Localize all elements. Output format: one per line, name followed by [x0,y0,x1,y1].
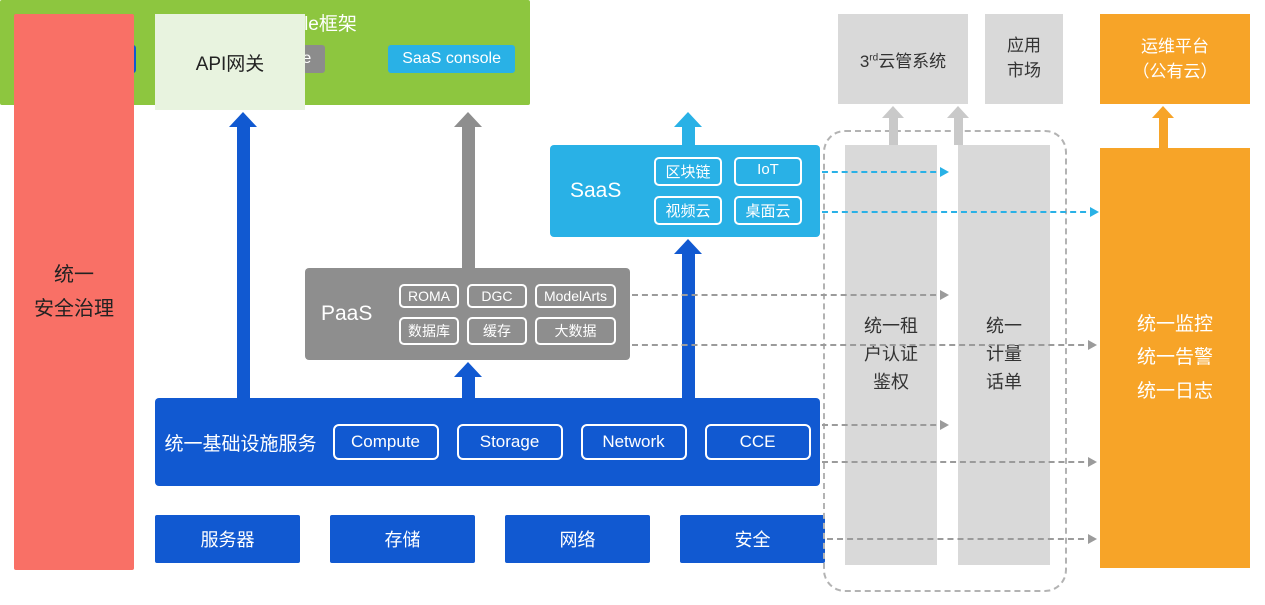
infra-chip-compute: Compute [332,424,439,460]
connector-paas-to-billing [632,290,949,300]
arrow-billing-to-third-cloud-icon [946,106,970,145]
infrastructure-label: 统一基础设施服务 [164,433,317,455]
saas-label: SaaS [570,179,622,202]
saas-services-grid: 区块链 IoT 视频云 桌面云 [654,157,802,225]
auth-pillar-label: 统一租 户认证 鉴权 [864,316,918,392]
infrastructure-services: Compute Storage Network CCE [332,424,811,460]
infra-chip-network: Network [580,424,687,460]
saas-chip-desktop-cloud: 桌面云 [734,196,802,225]
monitoring-bar: 统一监控 统一告警 统一日志 [1100,148,1250,568]
paas-chip-modelarts: ModelArts [534,283,616,308]
infra-chip-cce: CCE [704,424,811,460]
third-party-cloud-box: 3rd云管系统 [838,14,968,104]
server-box: 服务器 [155,515,300,563]
saas-box: SaaS 区块链 IoT 视频云 桌面云 [550,145,820,237]
security-governance-label: 统一 安全治理 [34,264,114,320]
arrow-iaas-to-paas-icon [453,362,483,398]
connector-security-to-monitor [827,534,1097,544]
auth-pillar: 统一租 户认证 鉴权 [845,145,937,565]
arrow-auth-to-third-cloud-icon [881,106,905,145]
connector-saas-to-monitor [822,207,1099,217]
paas-chip-cache: 缓存 [466,316,527,345]
server-label: 服务器 [200,530,255,550]
security-label: 安全 [734,530,771,550]
billing-pillar-label: 统一 计量 话单 [986,316,1022,392]
billing-pillar: 统一 计量 话单 [958,145,1050,565]
arrow-iaas-to-api-gateway-icon [228,112,258,398]
arrow-monitor-to-om-platform-icon [1151,106,1175,148]
om-platform-label: 运维平台 （公有云） [1132,36,1218,82]
infrastructure-bar: 统一基础设施服务 Compute Storage Network CCE [155,398,820,486]
paas-services-grid: ROMA DGC ModelArts 数据库 缓存 大数据 [398,283,616,345]
third-party-cloud-label: 3rd云管系统 [859,51,947,71]
arrow-paas-to-console-icon [453,112,483,268]
saas-chip-video-cloud: 视频云 [654,196,722,225]
paas-chip-roma: ROMA [398,283,459,308]
saas-chip-iot: IoT [734,157,802,186]
shared-services-group [823,130,1067,592]
paas-box: PaaS ROMA DGC ModelArts 数据库 缓存 大数据 [305,268,630,360]
security-governance-bar: 统一 安全治理 [14,14,134,570]
network-label: 网络 [559,530,596,550]
arrow-iaas-to-saas-icon [673,239,703,398]
infra-chip-storage: Storage [456,424,563,460]
app-market-label: 应用 市场 [1007,36,1041,80]
paas-chip-dgc: DGC [466,283,527,308]
connector-iaas-to-billing [822,420,949,430]
om-platform-box: 运维平台 （公有云） [1100,14,1250,104]
connector-iaas-to-monitor [822,457,1097,467]
network-box: 网络 [505,515,650,563]
connector-paas-to-monitor [632,340,1097,350]
arrow-saas-to-console-icon [673,112,703,145]
saas-chip-blockchain: 区块链 [654,157,722,186]
paas-chip-database: 数据库 [398,316,459,345]
app-market-box: 应用 市场 [985,14,1063,104]
monitoring-bar-label: 统一监控 统一告警 统一日志 [1136,314,1213,402]
api-gateway-box: API网关 [155,14,305,110]
saas-console-button: SaaS console [388,45,515,73]
connector-saas-to-auth [822,167,949,177]
paas-label: PaaS [321,302,373,325]
storage-box: 存储 [330,515,475,563]
security-box: 安全 [680,515,825,563]
storage-label: 存储 [384,530,421,550]
api-gateway-label: API网关 [195,53,265,75]
paas-chip-bigdata: 大数据 [534,316,616,345]
